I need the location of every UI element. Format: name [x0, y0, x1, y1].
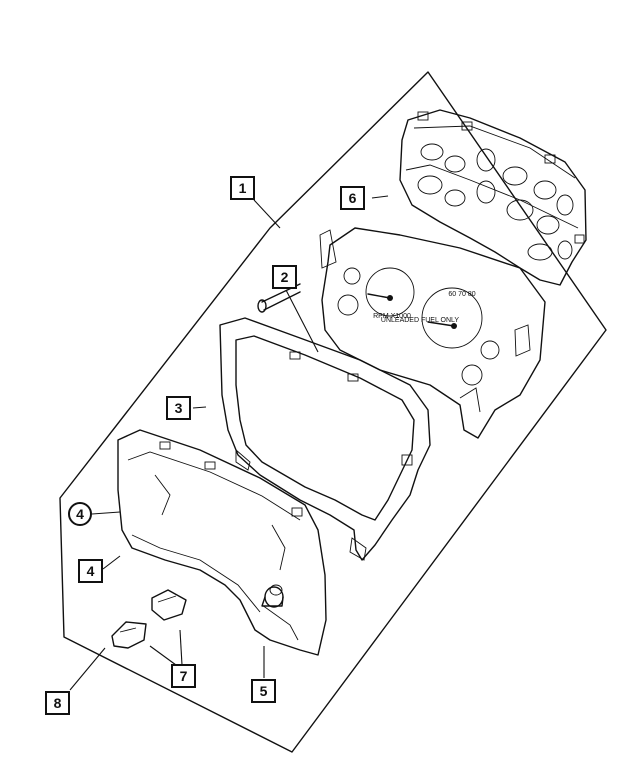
callout-7-label: 7: [180, 668, 188, 684]
svg-text:RPM X1000: RPM X1000: [373, 313, 411, 320]
callout-5-label: 5: [260, 683, 268, 699]
callout-4: 4: [78, 559, 103, 583]
callout-4-circle-label: 4: [76, 506, 84, 522]
svg-text:UNLEADED FUEL ONLY: UNLEADED FUEL ONLY: [381, 317, 460, 324]
callout-6: 6: [340, 186, 365, 210]
callout-8-label: 8: [54, 695, 62, 711]
callout-8: 8: [45, 691, 70, 715]
gauge-cluster-part: RPM X1000 UNLEADED FUEL ONLY 60 70 80: [319, 227, 546, 439]
callout-3-label: 3: [175, 400, 183, 416]
svg-text:60 70 80: 60 70 80: [448, 291, 475, 298]
callout-6-label: 6: [349, 190, 357, 206]
rear-housing-part: [399, 109, 587, 286]
callout-1: 1: [230, 176, 255, 200]
callout-5: 5: [251, 679, 276, 703]
callout-2-label: 2: [281, 269, 289, 285]
callout-7: 7: [171, 664, 196, 688]
callout-1-label: 1: [239, 180, 247, 196]
leader-lines: [69, 195, 389, 691]
bulb-part: [111, 589, 187, 649]
lens-part: [117, 429, 327, 656]
kit-boundary-outline: [59, 71, 607, 753]
callout-2: 2: [272, 265, 297, 289]
callout-3: 3: [166, 396, 191, 420]
callout-4-circle: 4: [68, 502, 92, 526]
bezel-frame-part: [219, 317, 431, 561]
callout-4-label: 4: [87, 563, 95, 579]
socket-part: [261, 584, 284, 608]
